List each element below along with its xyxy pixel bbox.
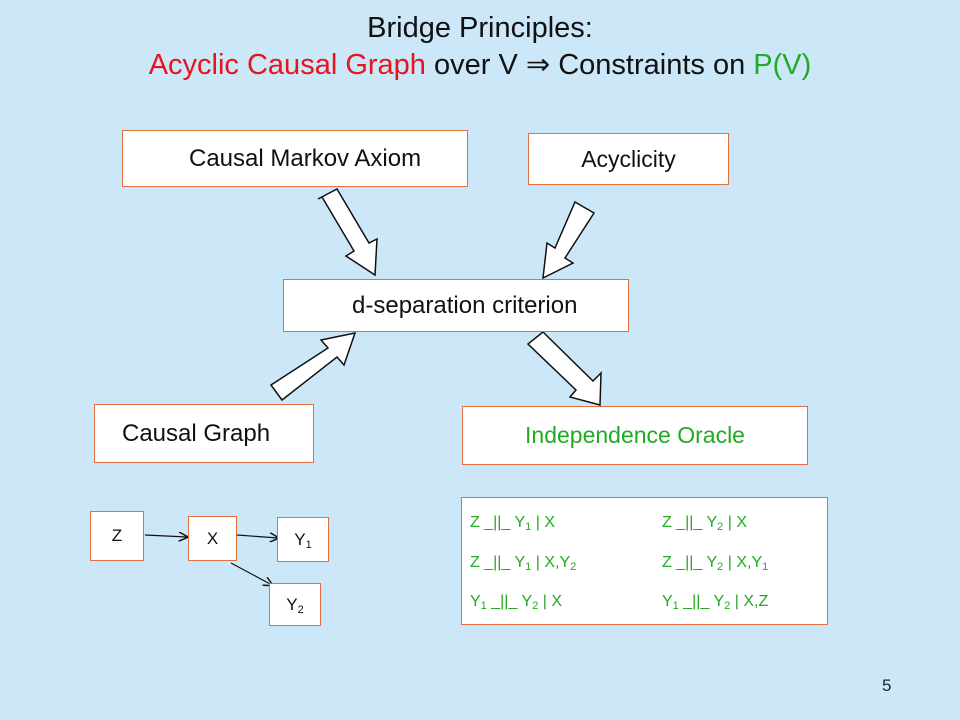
independence-oracle-box: Independence Oracle bbox=[462, 406, 808, 465]
oracle-statement: Y1 _||_ Y2 | X,Z bbox=[662, 593, 769, 612]
node-z-label: Z bbox=[111, 526, 123, 545]
node-z: Z bbox=[90, 511, 144, 561]
d-separation-box: d-separation criterion bbox=[283, 279, 629, 332]
edge-x-to-y2 bbox=[230, 562, 272, 585]
causal-markov-axiom-box: Causal Markov Axiom bbox=[122, 130, 468, 187]
node-y2: Y2 bbox=[269, 583, 321, 626]
oracle-statement: Y1 _||_ Y2 | X bbox=[470, 593, 563, 612]
block-arrow-acyclicity-to-dsep bbox=[542, 200, 596, 280]
title-acyclic-causal-graph: Acyclic Causal Graph bbox=[148, 49, 426, 81]
causal-markov-axiom-label: Causal Markov Axiom bbox=[189, 144, 422, 172]
acyclicity-label: Acyclicity bbox=[581, 145, 676, 172]
oracle-statement: Z _||_ Y1 | X bbox=[470, 514, 555, 533]
edge-x-to-y1 bbox=[236, 535, 278, 538]
page-number: 5 bbox=[882, 676, 892, 695]
title-p-of-v: P(V) bbox=[753, 49, 812, 81]
title-constraints-on: Constraints on bbox=[550, 49, 754, 81]
independence-oracle-label: Independence Oracle bbox=[525, 422, 745, 448]
node-y1-label: Y1 bbox=[294, 529, 312, 551]
block-arrow-dsep-to-oracle bbox=[526, 330, 602, 406]
block-arrow-markov-to-dsep bbox=[317, 188, 378, 277]
title-line-2: Acyclic Causal Graph over V ⇒ Constraint… bbox=[0, 47, 960, 83]
node-x: X bbox=[188, 516, 237, 561]
node-x-label: X bbox=[206, 528, 219, 548]
oracle-statement: Z _||_ Y2 | X bbox=[662, 514, 747, 533]
node-y1: Y1 bbox=[277, 517, 329, 562]
title-line-1: Bridge Principles: bbox=[367, 12, 593, 44]
block-arrow-graph-to-dsep bbox=[269, 332, 357, 402]
edge-z-to-x bbox=[144, 535, 187, 537]
title-over-v: over V bbox=[425, 49, 526, 81]
oracle-statements-box: Z _||_ Y1 | X Z _||_ Y2 | X Z _||_ Y1 | … bbox=[461, 497, 828, 625]
acyclicity-box: Acyclicity bbox=[528, 133, 729, 185]
causal-graph-box: Causal Graph bbox=[94, 404, 314, 463]
oracle-statement: Z _||_ Y2 | X,Y1 bbox=[662, 554, 769, 573]
node-y2-label: Y2 bbox=[286, 594, 304, 616]
implies-arrow-icon: ⇒ bbox=[525, 49, 551, 81]
oracle-statement: Z _||_ Y1 | X,Y2 bbox=[470, 554, 577, 573]
causal-graph-label: Causal Graph bbox=[122, 419, 271, 447]
d-separation-label: d-separation criterion bbox=[352, 291, 578, 319]
